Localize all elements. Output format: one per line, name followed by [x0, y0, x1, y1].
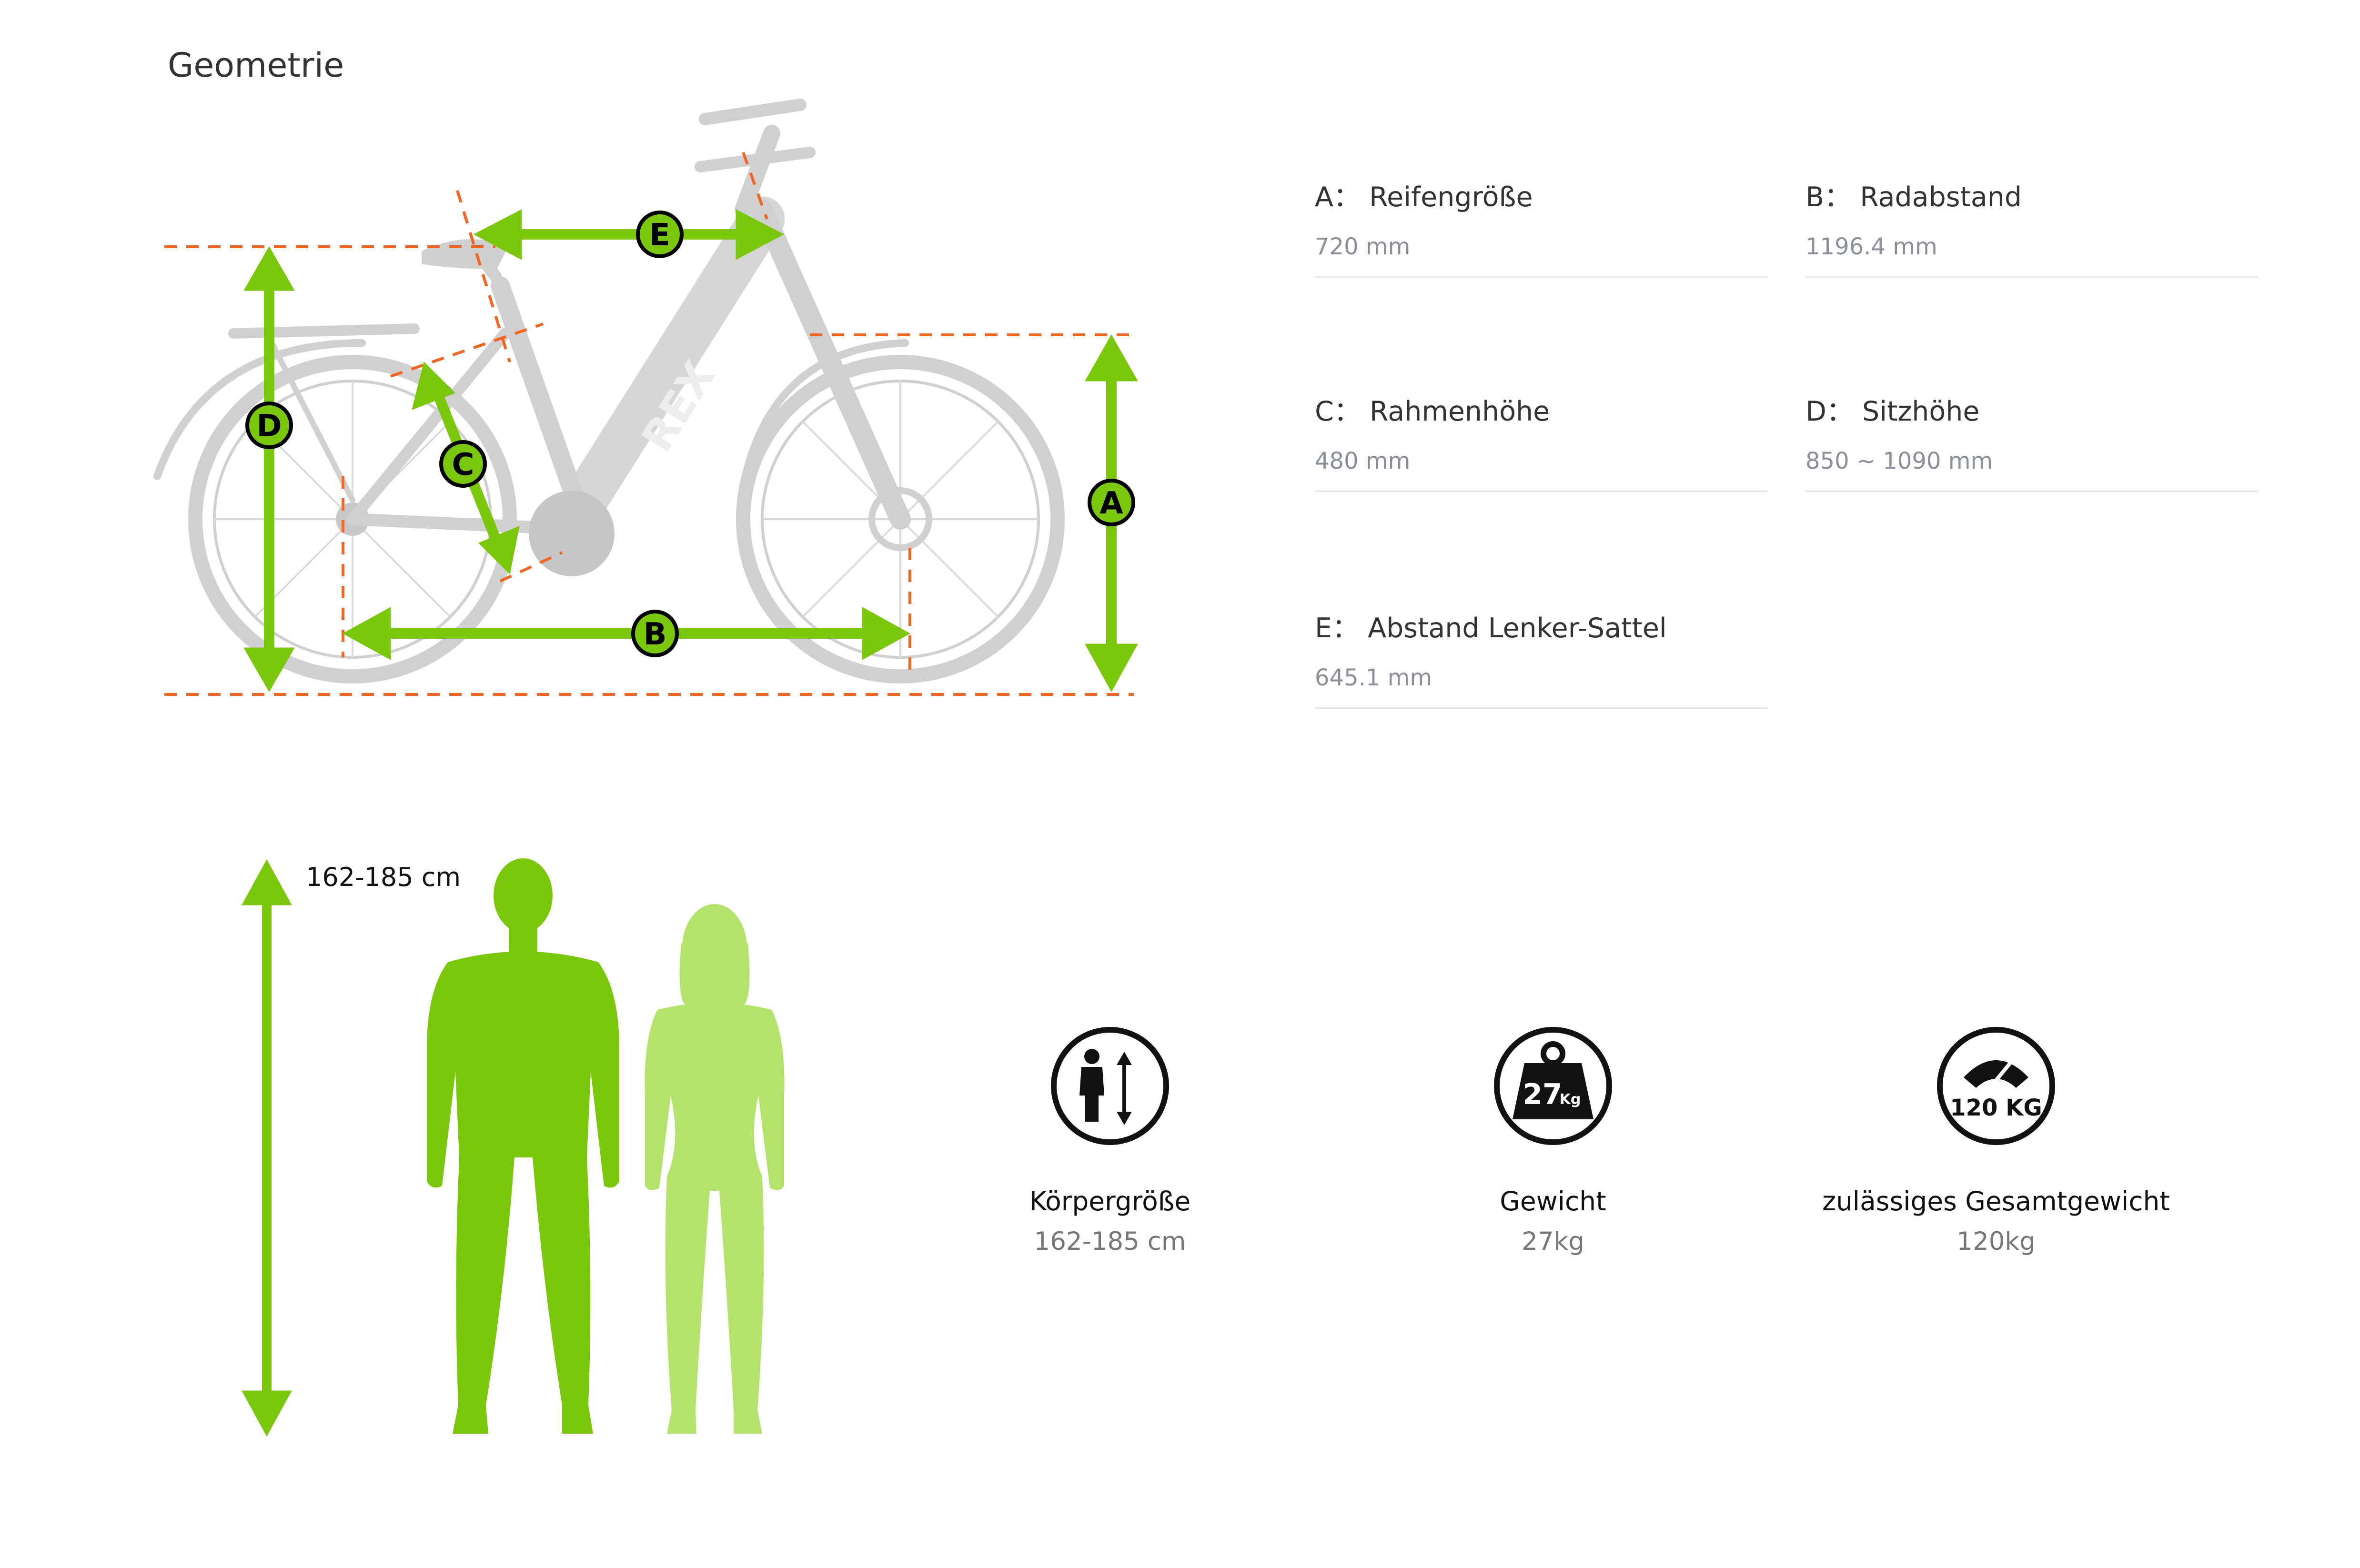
spec-b-label: B： Radabstand — [1805, 181, 2022, 213]
spec-a-label: A： Reifengröße — [1315, 181, 1533, 213]
spec-b-value: 1196.4 mm — [1805, 233, 1937, 260]
marker-e: E — [636, 211, 684, 258]
scale-icon: 120 KG — [1937, 1027, 2055, 1145]
page-title: Geometrie — [168, 46, 344, 85]
weight-icon-number: 27 — [1523, 1078, 1563, 1111]
spec-e-value: 645.1 mm — [1315, 664, 1432, 691]
rider-height-illustration — [242, 858, 785, 1437]
marker-a: A — [1088, 479, 1135, 526]
spec-c-value: 480 mm — [1315, 448, 1411, 474]
info-weight: 27 Kg Gewicht 27kg — [1339, 1024, 1767, 1256]
weight-icon: 27 Kg — [1494, 1027, 1612, 1145]
info-weight-title: Gewicht — [1500, 1186, 1606, 1216]
height-range-label: 162-185 cm — [306, 862, 461, 892]
spec-e-label: E： Abstand Lenker-Sattel — [1315, 613, 1667, 644]
info-body-height-value: 162-185 cm — [1034, 1227, 1186, 1256]
marker-e-label: E — [649, 218, 670, 253]
info-weight-value: 27kg — [1522, 1227, 1584, 1256]
bike-geometry-diagram: REX A B C — [153, 99, 1138, 696]
weight-icon-unit: Kg — [1560, 1091, 1581, 1108]
info-max-weight-title: zulässiges Gesamtgewicht — [1822, 1186, 2170, 1216]
info-max-weight: 120 KG zulässiges Gesamtgewicht 120kg — [1782, 1024, 2210, 1256]
spec-d-value: 850 ~ 1090 mm — [1805, 448, 1993, 474]
marker-a-label: A — [1099, 486, 1123, 521]
marker-b-label: B — [644, 617, 667, 652]
scale-icon-text: 120 KG — [1950, 1095, 2042, 1121]
marker-d-label: D — [256, 409, 282, 444]
height-arrow — [242, 859, 292, 1437]
male-silhouette — [427, 858, 619, 1434]
body-height-icon — [1051, 1027, 1169, 1145]
spec-a-value: 720 mm — [1315, 233, 1411, 260]
spec-d-label: D： Sitzhöhe — [1805, 396, 1980, 427]
spec-e: E： Abstand Lenker-Sattel 645.1 mm — [1315, 588, 1767, 709]
bike-illustration — [153, 99, 1065, 683]
marker-d: D — [245, 402, 293, 449]
spec-c: C： Rahmenhöhe 480 mm — [1315, 372, 1767, 492]
info-body-height: Körpergröße 162-185 cm — [896, 1024, 1324, 1256]
spec-c-label: C： Rahmenhöhe — [1315, 396, 1550, 427]
marker-b: B — [631, 610, 679, 657]
spec-a: A： Reifengröße 720 mm — [1315, 157, 1767, 278]
spec-d: D： Sitzhöhe 850 ~ 1090 mm — [1805, 372, 2258, 492]
spec-b: B： Radabstand 1196.4 mm — [1805, 157, 2258, 278]
marker-c: C — [439, 440, 487, 488]
female-silhouette — [645, 904, 785, 1434]
dimension-guides — [164, 151, 1134, 696]
marker-c-label: C — [452, 447, 474, 482]
info-body-height-title: Körpergröße — [1029, 1186, 1191, 1216]
info-max-weight-value: 120kg — [1957, 1227, 2036, 1256]
